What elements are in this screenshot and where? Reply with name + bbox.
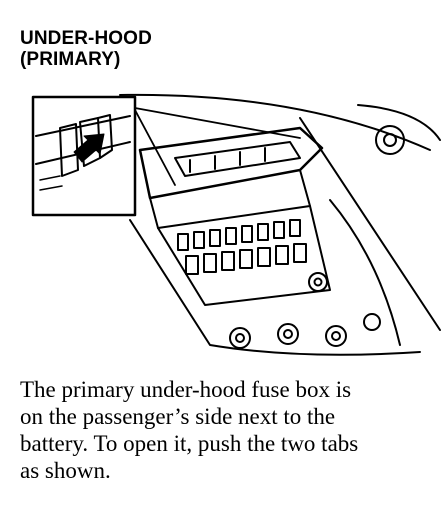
instruction-text: The primary under-hood fuse box is on th… [20,376,440,484]
callout-lines [134,107,301,186]
fuse-row [177,219,307,275]
fender-edge [129,199,421,356]
tab-detail-inset [31,95,137,217]
push-arrow-icon [73,133,105,163]
caption-line-1: The primary under-hood fuse box is [20,377,352,402]
heading-line-1: UNDER-HOOD [20,28,152,49]
bolt-bottom-row [229,272,381,349]
section-heading: UNDER-HOOD (PRIMARY) [20,28,152,70]
caption-line-3: battery. To open it, push the two tabs [20,431,359,456]
caption-line-4: as shown. [20,458,111,483]
fuse-box-body [138,126,331,306]
heading-line-2: (PRIMARY) [20,49,121,70]
caption-line-2: on the passenger’s side next to the [20,404,336,429]
bolt-right [375,125,405,155]
fuse-box-illustration [31,93,441,356]
